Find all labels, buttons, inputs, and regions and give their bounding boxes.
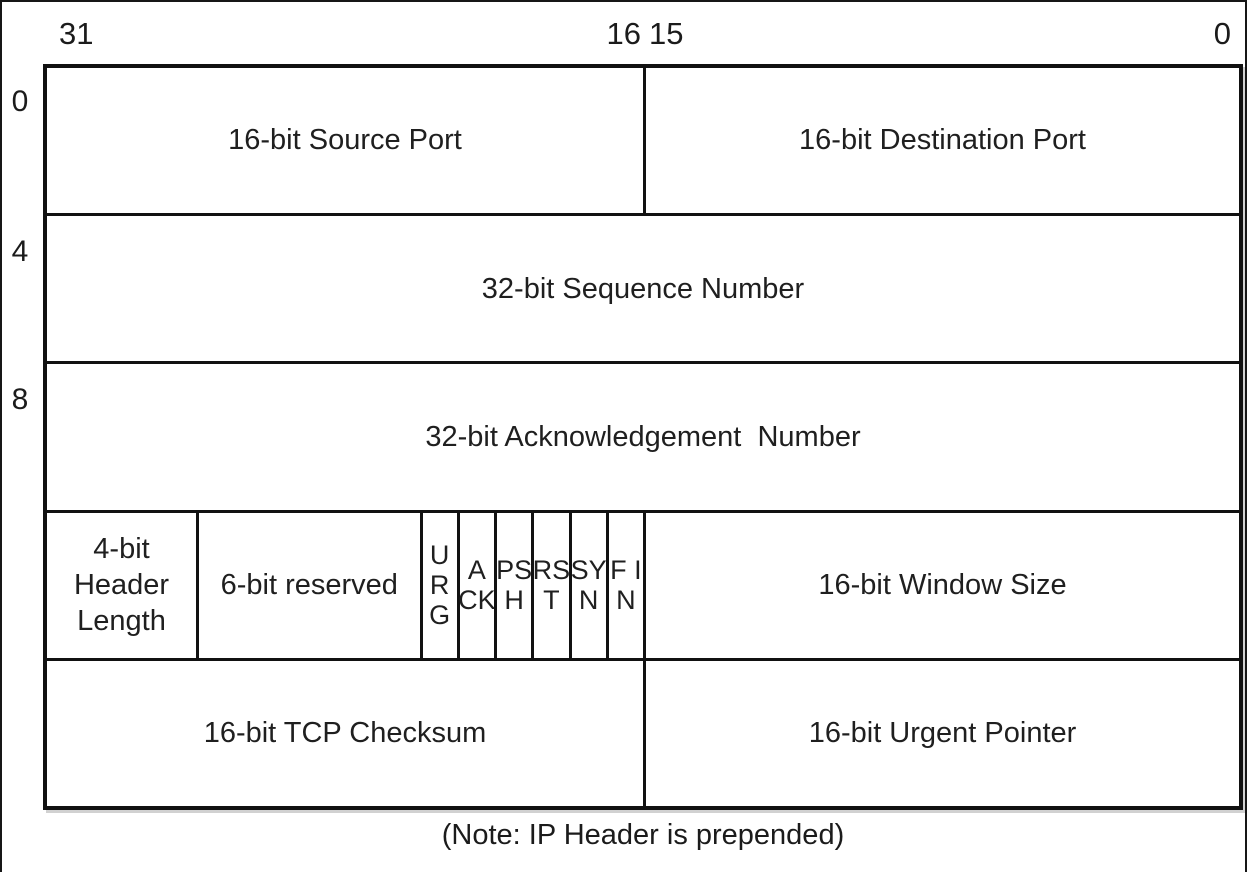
byte-offset-8: 8 — [11, 383, 29, 416]
field-tcp-checksum: 16-bit TCP Checksum — [203, 717, 487, 750]
flag-syn: SY N — [568, 512, 607, 658]
field-sequence-number: 32-bit Sequence Number — [481, 272, 805, 305]
field-window-size: 16-bit Window Size — [643, 512, 1239, 658]
bit-label-16: 16 — [606, 16, 641, 51]
table-row-sequence: 32-bit Sequence Number — [47, 213, 1239, 361]
table-row-ports: 16-bit Source Port 16-bit Destination Po… — [47, 68, 1239, 214]
flag-psh: PS H — [494, 512, 532, 658]
field-acknowledgement-number: 32-bit Acknowledgement Number — [425, 420, 861, 453]
field-reserved: 6-bit reserved — [196, 512, 420, 658]
field-header-length: 4-bit Header Length — [73, 532, 170, 638]
flag-ack: A CK — [456, 512, 496, 658]
field-destination-port: 16-bit Destination Port — [643, 68, 1239, 214]
flag-rst: RS T — [531, 512, 570, 658]
byte-offset-4: 4 — [11, 235, 29, 268]
bit-label-31: 31 — [59, 16, 94, 51]
ip-header-note: (Note: IP Header is prepended) — [441, 819, 845, 851]
field-source-port: 16-bit Source Port — [228, 124, 462, 157]
byte-offset-0: 0 — [11, 85, 29, 118]
field-urgent-pointer: 16-bit Urgent Pointer — [643, 660, 1239, 807]
flag-fin: F I N — [605, 512, 643, 658]
table-row-acknowledgement: 32-bit Acknowledgement Number — [47, 361, 1239, 509]
bit-label-0: 0 — [1213, 16, 1231, 51]
flag-urg: U R G — [419, 512, 457, 658]
table-row-flags: 4-bit Header Length 6-bit reserved U R G… — [47, 509, 1239, 658]
table-row-checksum: 16-bit TCP Checksum 16-bit Urgent Pointe… — [47, 657, 1239, 807]
bit-index-ruler: 31 16 15 0 — [43, 10, 1243, 58]
tcp-header-table: 16-bit Source Port 16-bit Destination Po… — [43, 64, 1243, 810]
bit-label-15: 15 — [649, 16, 684, 51]
